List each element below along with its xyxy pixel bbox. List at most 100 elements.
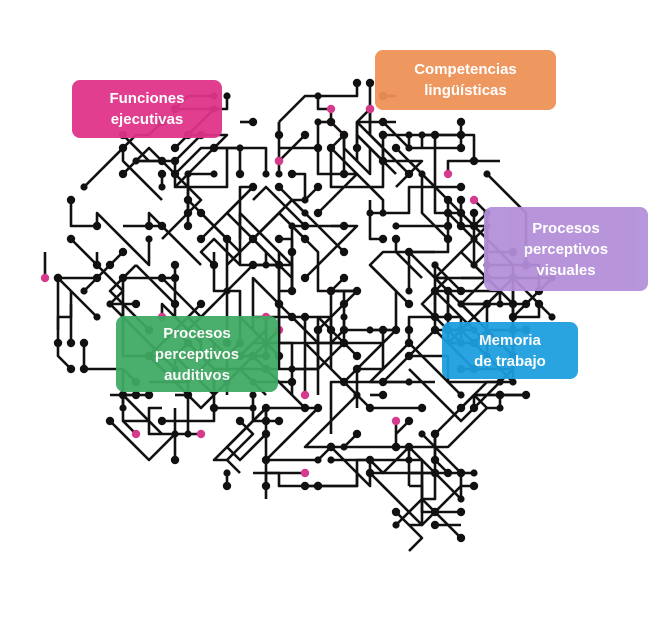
- circuit-node: [456, 468, 466, 478]
- circuit-node: [456, 403, 466, 413]
- circuit-node: [431, 261, 439, 269]
- circuit-node: [405, 287, 413, 295]
- circuit-node: [118, 143, 128, 153]
- circuit-node: [443, 221, 453, 231]
- circuit-node: [118, 247, 128, 257]
- circuit-node: [418, 170, 426, 178]
- circuit-node: [391, 234, 401, 244]
- circuit-node: [313, 208, 323, 218]
- circuit-node: [339, 247, 349, 257]
- circuit-node: [131, 429, 141, 439]
- circuit-node: [209, 143, 219, 153]
- circuit-trace: [330, 446, 372, 488]
- circuit-node: [118, 169, 128, 179]
- circuit-node: [405, 326, 413, 334]
- circuit-node: [249, 391, 257, 399]
- circuit-node: [365, 403, 375, 413]
- circuit-trace: [369, 264, 398, 330]
- circuit-node: [430, 520, 440, 530]
- circuit-node: [470, 261, 478, 269]
- circuit-node: [131, 299, 141, 309]
- circuit-node: [378, 130, 388, 140]
- circuit-node: [287, 247, 297, 257]
- circuit-trace: [420, 174, 449, 240]
- circuit-node: [366, 209, 374, 217]
- circuit-node: [170, 156, 180, 166]
- circuit-trace: [251, 276, 280, 330]
- circuit-node: [456, 182, 466, 192]
- circuit-node: [456, 286, 466, 296]
- circuit-node: [210, 170, 218, 178]
- circuit-node: [158, 183, 166, 191]
- circuit-node: [405, 144, 413, 152]
- circuit-trace: [122, 394, 163, 435]
- circuit-node: [92, 273, 102, 283]
- circuit-trace: [238, 211, 293, 267]
- circuit-node: [352, 78, 362, 88]
- circuit-node: [170, 299, 180, 309]
- circuit-traces: [40, 78, 556, 552]
- circuit-trace: [420, 289, 462, 344]
- circuit-node: [548, 313, 556, 321]
- circuit-trace: [212, 407, 267, 462]
- circuit-node: [456, 533, 466, 543]
- circuit-node: [170, 143, 180, 153]
- circuit-node: [66, 338, 76, 348]
- circuit-node: [300, 481, 310, 491]
- circuit-trace: [109, 420, 176, 462]
- circuit-node: [431, 508, 439, 516]
- label-competencias-linguisticas: Competencias lingüísticas: [375, 50, 556, 110]
- circuit-node: [196, 208, 206, 218]
- circuit-node: [456, 195, 466, 205]
- circuit-trace: [199, 237, 241, 266]
- circuit-node: [249, 235, 257, 243]
- label-line: Funciones: [109, 90, 185, 107]
- circuit-trace: [56, 291, 73, 343]
- circuit-node: [470, 469, 478, 477]
- circuit-trace: [421, 433, 462, 474]
- circuit-node: [170, 273, 180, 283]
- circuit-trace: [409, 484, 474, 527]
- circuit-node: [235, 169, 245, 179]
- circuit-node: [365, 104, 375, 114]
- label-procesos-perceptivos-visuales: Procesos perceptivos visuales: [484, 207, 648, 291]
- circuit-node: [339, 130, 349, 140]
- circuit-node: [93, 313, 101, 321]
- circuit-node: [326, 325, 336, 335]
- circuit-node: [196, 429, 206, 439]
- circuit-node: [313, 182, 323, 192]
- circuit-trace: [316, 96, 331, 111]
- circuit-node: [521, 299, 531, 309]
- circuit-node: [443, 286, 453, 296]
- circuit-node: [443, 234, 453, 244]
- circuit-node: [417, 403, 427, 413]
- circuit-node: [443, 468, 453, 478]
- circuit-node: [105, 416, 115, 426]
- circuit-node: [274, 234, 284, 244]
- circuit-node: [430, 325, 440, 335]
- circuit-node: [79, 364, 89, 374]
- circuit-trace: [357, 330, 385, 371]
- circuit-node: [418, 131, 426, 139]
- circuit-trace: [355, 108, 396, 124]
- circuit-node: [314, 456, 322, 464]
- circuit-node: [444, 196, 452, 204]
- circuit-node: [326, 143, 336, 153]
- circuit-node: [144, 221, 154, 231]
- circuit-node: [431, 456, 439, 464]
- circuit-node: [300, 130, 310, 140]
- circuit-node: [352, 286, 362, 296]
- circuit-node: [157, 416, 167, 426]
- circuit-node: [170, 455, 180, 465]
- circuit-node: [391, 507, 401, 517]
- circuit-node: [184, 430, 192, 438]
- circuit-node: [145, 235, 153, 243]
- circuit-node: [300, 273, 310, 283]
- circuit-node: [352, 429, 362, 439]
- circuit-trace: [186, 172, 214, 213]
- circuit-node: [326, 117, 336, 127]
- circuit-node: [80, 183, 88, 191]
- label-funciones-ejecutivas: Funciones ejecutivas: [72, 80, 222, 138]
- label-line: de trabajo: [474, 352, 546, 370]
